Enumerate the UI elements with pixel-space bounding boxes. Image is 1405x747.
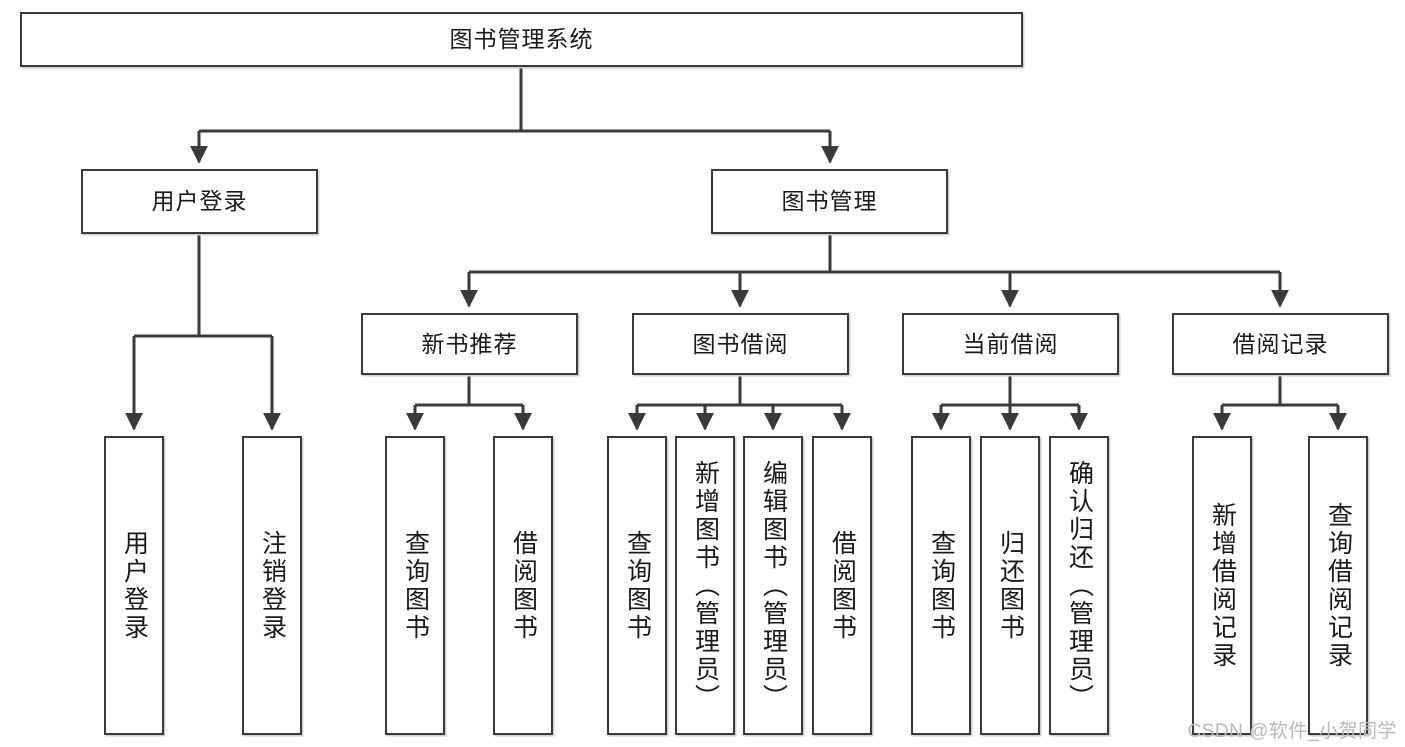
node-user-login[interactable]: 用户登录: [81, 169, 318, 234]
leaf-user-logout[interactable]: 注销登录: [242, 436, 302, 735]
leaf-query-book-2[interactable]: 查询图书: [607, 436, 667, 735]
leaf-borrow-book-2-label: 借阅图书: [828, 529, 857, 642]
leaf-query-book-1[interactable]: 查询图书: [385, 436, 445, 735]
leaf-query-record-label: 查询借阅记录: [1324, 501, 1353, 670]
leaf-query-book-2-label: 查询图书: [623, 529, 652, 642]
leaf-confirm-return-label: 确认归还（管理员）: [1065, 459, 1094, 712]
node-current-borrow[interactable]: 当前借阅: [902, 313, 1119, 375]
leaf-borrow-book-1[interactable]: 借阅图书: [493, 436, 553, 735]
leaf-user-logout-label: 注销登录: [258, 529, 287, 642]
node-current-borrow-label: 当前借阅: [962, 330, 1059, 357]
leaf-add-book[interactable]: 新增图书（管理员）: [675, 436, 735, 735]
leaf-return-book[interactable]: 归还图书: [980, 436, 1040, 735]
node-book-borrow-label: 图书借阅: [692, 330, 789, 357]
node-new-book-recommend[interactable]: 新书推荐: [361, 313, 578, 375]
leaf-user-login[interactable]: 用户登录: [104, 436, 164, 735]
leaf-borrow-book-2[interactable]: 借阅图书: [812, 436, 872, 735]
leaf-edit-book-label: 编辑图书（管理员）: [759, 459, 788, 712]
node-root[interactable]: 图书管理系统: [20, 12, 1023, 67]
node-book-management-label: 图书管理: [781, 188, 878, 215]
leaf-edit-book[interactable]: 编辑图书（管理员）: [743, 436, 803, 735]
node-new-book-recommend-label: 新书推荐: [421, 330, 518, 357]
node-borrow-records[interactable]: 借阅记录: [1172, 313, 1389, 375]
node-book-borrow[interactable]: 图书借阅: [632, 313, 849, 375]
leaf-confirm-return[interactable]: 确认归还（管理员）: [1049, 436, 1109, 735]
node-book-management[interactable]: 图书管理: [711, 169, 948, 234]
leaf-add-book-label: 新增图书（管理员）: [691, 459, 720, 712]
leaf-return-book-label: 归还图书: [996, 529, 1025, 642]
leaf-query-book-3[interactable]: 查询图书: [911, 436, 971, 735]
leaf-query-record[interactable]: 查询借阅记录: [1308, 436, 1368, 735]
leaf-add-record[interactable]: 新增借阅记录: [1192, 436, 1252, 735]
leaf-user-login-label: 用户登录: [120, 529, 149, 642]
leaf-add-record-label: 新增借阅记录: [1208, 501, 1237, 670]
node-root-label: 图书管理系统: [449, 26, 594, 53]
node-borrow-records-label: 借阅记录: [1232, 330, 1329, 357]
leaf-borrow-book-1-label: 借阅图书: [509, 529, 538, 642]
node-user-login-label: 用户登录: [151, 188, 248, 215]
csdn-watermark: CSDN @软件_小贺同学: [1187, 721, 1397, 742]
leaf-query-book-1-label: 查询图书: [401, 529, 430, 642]
leaf-query-book-3-label: 查询图书: [927, 529, 956, 642]
